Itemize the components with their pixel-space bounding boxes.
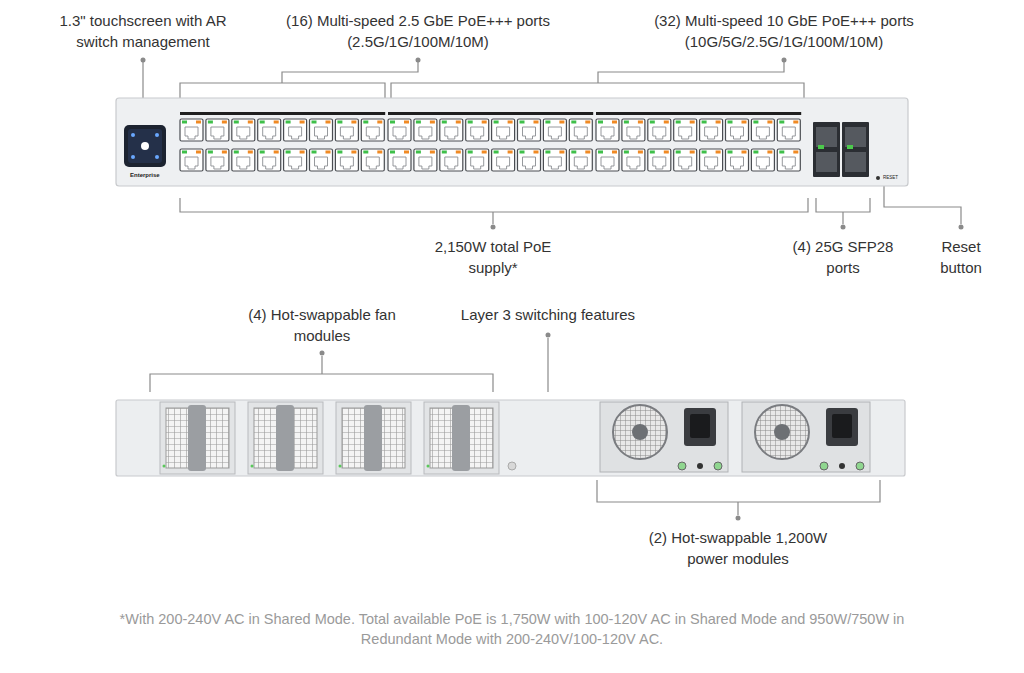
rj45-ports	[180, 112, 801, 171]
front-panel	[116, 98, 908, 186]
sfp28-ports	[813, 122, 869, 177]
callout-label: Layer 3 switching features	[433, 304, 663, 325]
callout-label: (32) Multi-speed 10 GbE PoE+++ ports (10…	[614, 10, 954, 52]
callout-label: 1.3" touchscreen with AR switch manageme…	[45, 10, 241, 52]
panel-marking: RESET	[883, 175, 898, 180]
footnote: *With 200-240V AC in Shared Mode. Total …	[100, 609, 924, 649]
callout-label: (16) Multi-speed 2.5 GbE PoE+++ ports (2…	[253, 10, 583, 52]
reset-button	[876, 176, 880, 180]
panel-marking: Enterprise	[130, 172, 160, 178]
touchscreen	[124, 125, 166, 167]
fan-modules	[160, 402, 499, 474]
callout-label: (4) 25G SFP28 ports	[787, 236, 899, 278]
callout-label: 2,150W total PoE supply*	[428, 236, 558, 278]
callout-label: (2) Hot-swappable 1,200W power modules	[636, 527, 841, 569]
rear-panel	[116, 400, 905, 476]
callout-label: Reset button	[926, 236, 996, 278]
power-modules	[600, 402, 870, 472]
callout-label: (4) Hot-swappable fan modules	[232, 304, 412, 346]
